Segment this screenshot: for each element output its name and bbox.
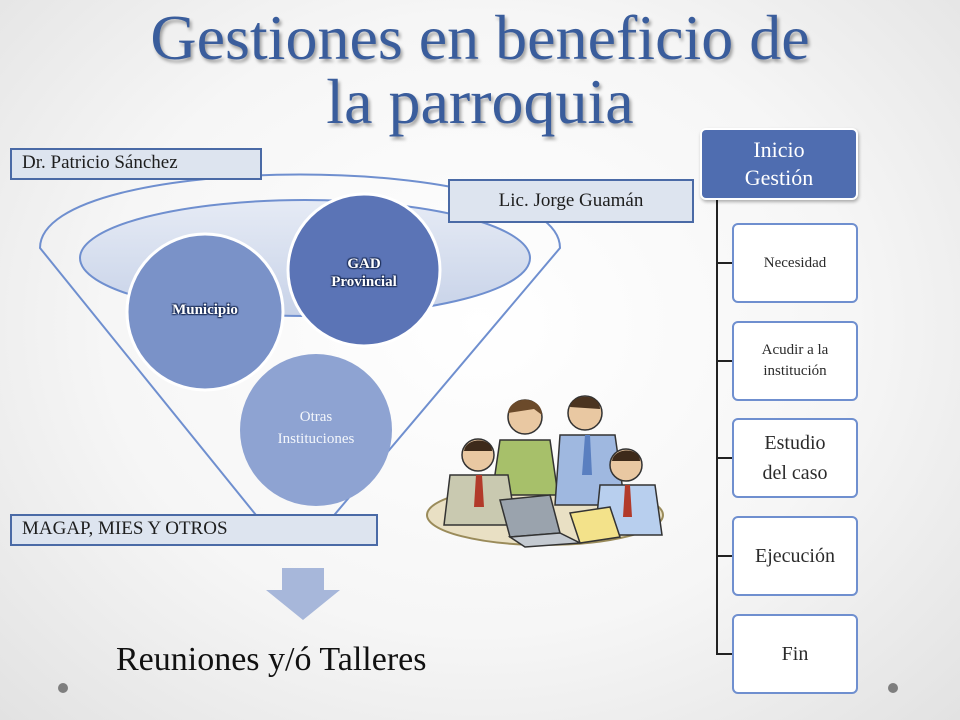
gad-label-line-1: GAD [347,256,381,272]
flow-step-fin: Fin [732,614,858,694]
flow-connector-2 [716,360,732,362]
flow-step-3-line-2: del caso [762,462,828,484]
flow-head-line-1: Inicio [753,137,805,162]
decorative-dot-right [888,683,898,693]
flow-step-necesidad: Necesidad [732,223,858,303]
flow-connector-5 [716,653,732,655]
otras-label-line-1: Otras [299,409,333,425]
flow-step-2-line-2: institución [763,363,827,379]
arrow-down-icon [266,568,340,620]
flow-step-acudir: Acudir a la institución [732,321,858,401]
flow-step-2-line-1: Acudir a la [761,342,829,358]
flow-head-line-2: Gestión [744,165,814,190]
circle-municipio [125,232,285,392]
flow-step-ejecucion: Ejecución [732,516,858,596]
flow-step-1-text: Necesidad [763,254,827,271]
circle-otras-instituciones [240,354,392,506]
flow-step-3-line-1: Estudio [764,432,826,454]
people-at-laptop-illustration [426,395,664,548]
flow-step-4-text: Ejecución [755,545,835,567]
otras-instituciones-label: Otras Instituciones [250,406,382,450]
flow-step-5-text: Fin [781,643,809,665]
flow-connector-4 [716,555,732,557]
page-title: Gestiones en beneficio de la parroquia [20,6,940,134]
reuniones-talleres-text: Reuniones y/ó Talleres [116,641,427,678]
flow-step-estudio: Estudio del caso [732,418,858,498]
title-line-2: la parroquia [326,66,634,137]
title-line-1: Gestiones en beneficio de [150,2,810,73]
flow-connector-1 [716,262,732,264]
flow-connector-3 [716,457,732,459]
flow-head-inicio-gestion: Inicio Gestión [700,128,858,200]
municipio-label: Municipio [172,302,238,318]
decorative-dot-left [58,683,68,693]
tag-dr-patricio-sanchez: Dr. Patricio Sánchez [10,148,262,180]
gad-label-line-2: Provincial [331,274,397,290]
gad-provincial-label: GAD Provincial [304,255,424,291]
tag-magap-mies-otros: MAGAP, MIES Y OTROS [10,514,378,546]
circle-gad-provincial [286,192,442,348]
otras-label-line-2: Instituciones [277,431,355,447]
flow-connector-vertical [716,200,718,654]
tag-lic-jorge-guaman: Lic. Jorge Guamán [448,179,694,223]
